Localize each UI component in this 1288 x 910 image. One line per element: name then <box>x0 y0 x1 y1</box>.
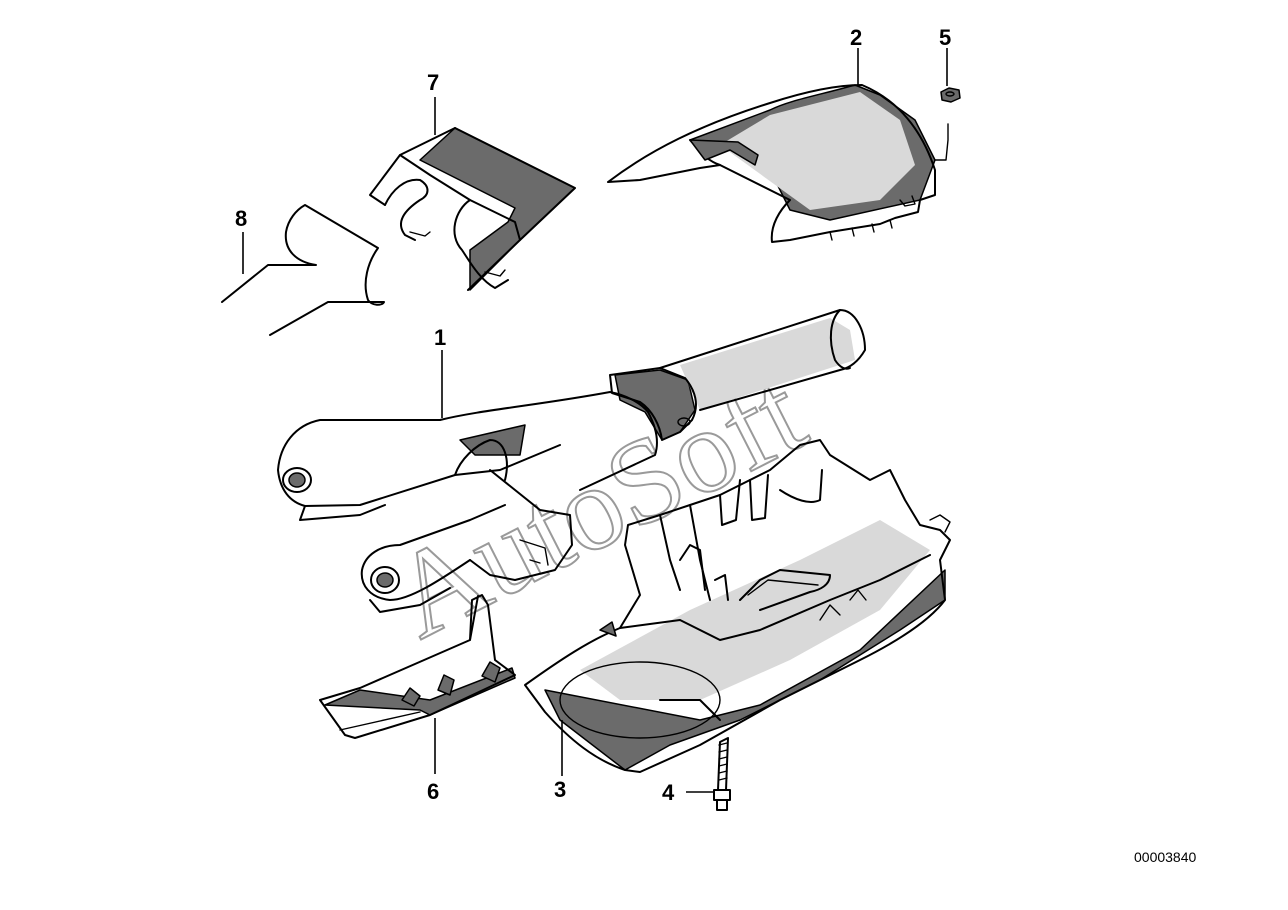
part-4-screw <box>713 737 731 811</box>
part-6-cover-plate <box>319 594 516 739</box>
callout-5: 5 <box>939 25 951 50</box>
callout-8: 8 <box>235 206 247 231</box>
callout-1: 1 <box>434 325 446 350</box>
callout-numbers: 1 2 3 4 5 6 7 8 <box>235 25 951 805</box>
callout-3: 3 <box>554 777 566 802</box>
callout-4: 4 <box>662 780 675 805</box>
part-2-upper-trim <box>607 84 936 243</box>
callout-2: 2 <box>850 25 862 50</box>
callout-7: 7 <box>427 70 439 95</box>
part-5-nut <box>934 87 961 161</box>
part-1-column-tube <box>277 309 866 613</box>
part-3-lower-trim <box>524 439 951 773</box>
part-7-cover-clip <box>369 127 576 291</box>
part-8-wire-spring <box>221 204 385 336</box>
diagram-code: 00003840 <box>1134 849 1197 865</box>
callout-6: 6 <box>427 779 439 804</box>
leader-lines <box>242 48 948 793</box>
